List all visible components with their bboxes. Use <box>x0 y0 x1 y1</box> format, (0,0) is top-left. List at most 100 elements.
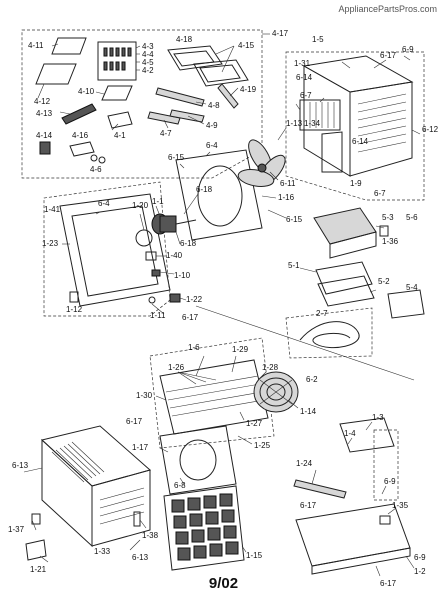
callout-2-7: 2-7 <box>316 309 328 318</box>
part-4-13-remote <box>61 103 97 125</box>
callout-1-40: 1-40 <box>166 251 183 260</box>
accessories-group-outline <box>21 29 263 179</box>
part-1-3-panel <box>339 417 395 453</box>
callout-6-9-c: 6-9 <box>414 553 426 562</box>
part-4-10-panel <box>101 85 133 101</box>
callout-1-34: 1-34 <box>304 119 321 128</box>
part-1-12-tag <box>69 291 79 303</box>
part-1-22-switch <box>169 293 181 303</box>
callout-4-7: 4-7 <box>160 129 172 138</box>
callout-4-8: 4-8 <box>208 101 220 110</box>
callout-6-14-b: 6-14 <box>352 137 369 146</box>
part-1-17-housing <box>159 425 237 495</box>
callout-6-15: 6-15 <box>168 153 185 162</box>
assembly-line <box>195 305 415 381</box>
part-5-3-control-box-side <box>329 231 377 259</box>
callout-6-18: 6-18 <box>196 185 213 194</box>
part-1-1-motor <box>151 213 197 235</box>
callout-1-15: 1-15 <box>246 551 263 560</box>
callout-4-17: 4-17 <box>272 29 289 38</box>
part-2-7-power-cord <box>299 321 360 349</box>
part-6-4-shroud <box>175 149 263 241</box>
callout-6-17-d: 6-17 <box>300 501 317 510</box>
part-6-14-bracket <box>321 131 343 173</box>
callout-4-12: 4-12 <box>34 97 51 106</box>
callout-4-2: 4-2 <box>142 66 154 75</box>
part-6-4-shroud-opening <box>197 165 243 227</box>
callout-1-4: 1-4 <box>344 429 356 438</box>
callout-6-8: 6-8 <box>174 481 186 490</box>
callout-1-26: 1-26 <box>168 363 185 372</box>
callout-6-13-b: 6-13 <box>132 553 149 562</box>
callout-6-7-b: 6-7 <box>374 189 386 198</box>
part-5-6-cover <box>379 225 389 237</box>
callout-4-10: 4-10 <box>78 87 95 96</box>
part-4-15-frame-inner <box>199 64 241 83</box>
callout-4-13: 4-13 <box>36 109 53 118</box>
part-1-2-base-pan-lip <box>311 547 411 575</box>
callout-4-19: 4-19 <box>240 85 257 94</box>
part-1-13-fan-blade <box>237 139 286 187</box>
callout-labels: 4-17 4-18 4-15 4-11 4-3 4-4 4-5 4-2 4-12… <box>8 29 439 588</box>
revision-date: 9/02 <box>208 575 239 592</box>
callout-1-20: 1-20 <box>132 201 149 210</box>
callout-6-9: 6-9 <box>402 45 414 54</box>
part-1-11-screw <box>148 296 156 304</box>
callout-1-33: 1-33 <box>94 547 111 556</box>
callout-1-12: 1-12 <box>66 305 83 314</box>
callout-6-12: 6-12 <box>422 125 439 134</box>
part-4-1-panel <box>107 111 133 129</box>
part-5-3-control-box <box>313 207 377 245</box>
callout-1-31: 1-31 <box>294 59 311 68</box>
part-4-9-strip <box>169 109 205 123</box>
part-1-23-frame-inner <box>71 205 159 297</box>
part-1-20-ring <box>135 229 153 247</box>
part-4-16-bracket <box>69 141 95 157</box>
callout-6-14: 6-14 <box>296 73 313 82</box>
part-1-35-tag <box>379 515 391 525</box>
part-1-6-evaporator <box>159 359 269 435</box>
callout-5-2: 5-2 <box>378 277 390 286</box>
callout-1-41: 1-41 <box>44 205 61 214</box>
callout-6-17-b: 6-17 <box>182 313 199 322</box>
cord-group-outline <box>285 307 373 359</box>
part-1-31-cabinet-side <box>349 81 413 177</box>
callout-1-14: 1-14 <box>300 407 317 416</box>
callout-6-4: 6-4 <box>206 141 218 150</box>
part-1-40-bracket <box>145 251 157 261</box>
callout-6-17: 6-17 <box>380 51 397 60</box>
part-4-14-holder <box>39 141 51 155</box>
callout-1-29: 1-29 <box>232 345 249 354</box>
callout-1-37: 1-37 <box>8 525 25 534</box>
part-1-21-panel <box>25 539 47 561</box>
part-1-38-label <box>133 511 141 527</box>
callout-1-13: 1-13 <box>286 119 303 128</box>
part-4-18-frame <box>167 45 223 71</box>
callout-1-6: 1-6 <box>188 343 200 352</box>
part-1-23-frame <box>59 193 171 307</box>
callout-4-3: 4-3 <box>142 42 154 51</box>
part-4-8-strip <box>155 87 205 107</box>
callout-1-38: 1-38 <box>142 531 159 540</box>
part-4-6-fastener-2 <box>98 156 106 164</box>
part-4-12-panel <box>35 63 77 85</box>
callout-6-7: 6-7 <box>300 91 312 100</box>
filter-mesh <box>171 493 239 561</box>
callout-1-27: 1-27 <box>246 419 263 428</box>
callout-4-1: 4-1 <box>114 131 126 140</box>
callout-1-2: 1-2 <box>414 567 426 576</box>
part-1-17-housing-opening <box>179 439 217 481</box>
base-group-outline <box>373 429 399 501</box>
callout-6-18-b: 6-18 <box>180 239 197 248</box>
callout-6-17-c: 6-17 <box>126 417 143 426</box>
callout-6-9-b: 6-9 <box>384 477 396 486</box>
callout-1-35: 1-35 <box>392 501 409 510</box>
callout-1-5: 1-5 <box>312 35 324 44</box>
part-4-11-panel <box>51 37 87 55</box>
part-4-3-screw-kit <box>97 41 137 81</box>
callout-1-22: 1-22 <box>186 295 203 304</box>
part-4-19-strip <box>217 83 239 109</box>
frame-group-outline <box>43 181 171 317</box>
callout-1-24: 1-24 <box>296 459 313 468</box>
